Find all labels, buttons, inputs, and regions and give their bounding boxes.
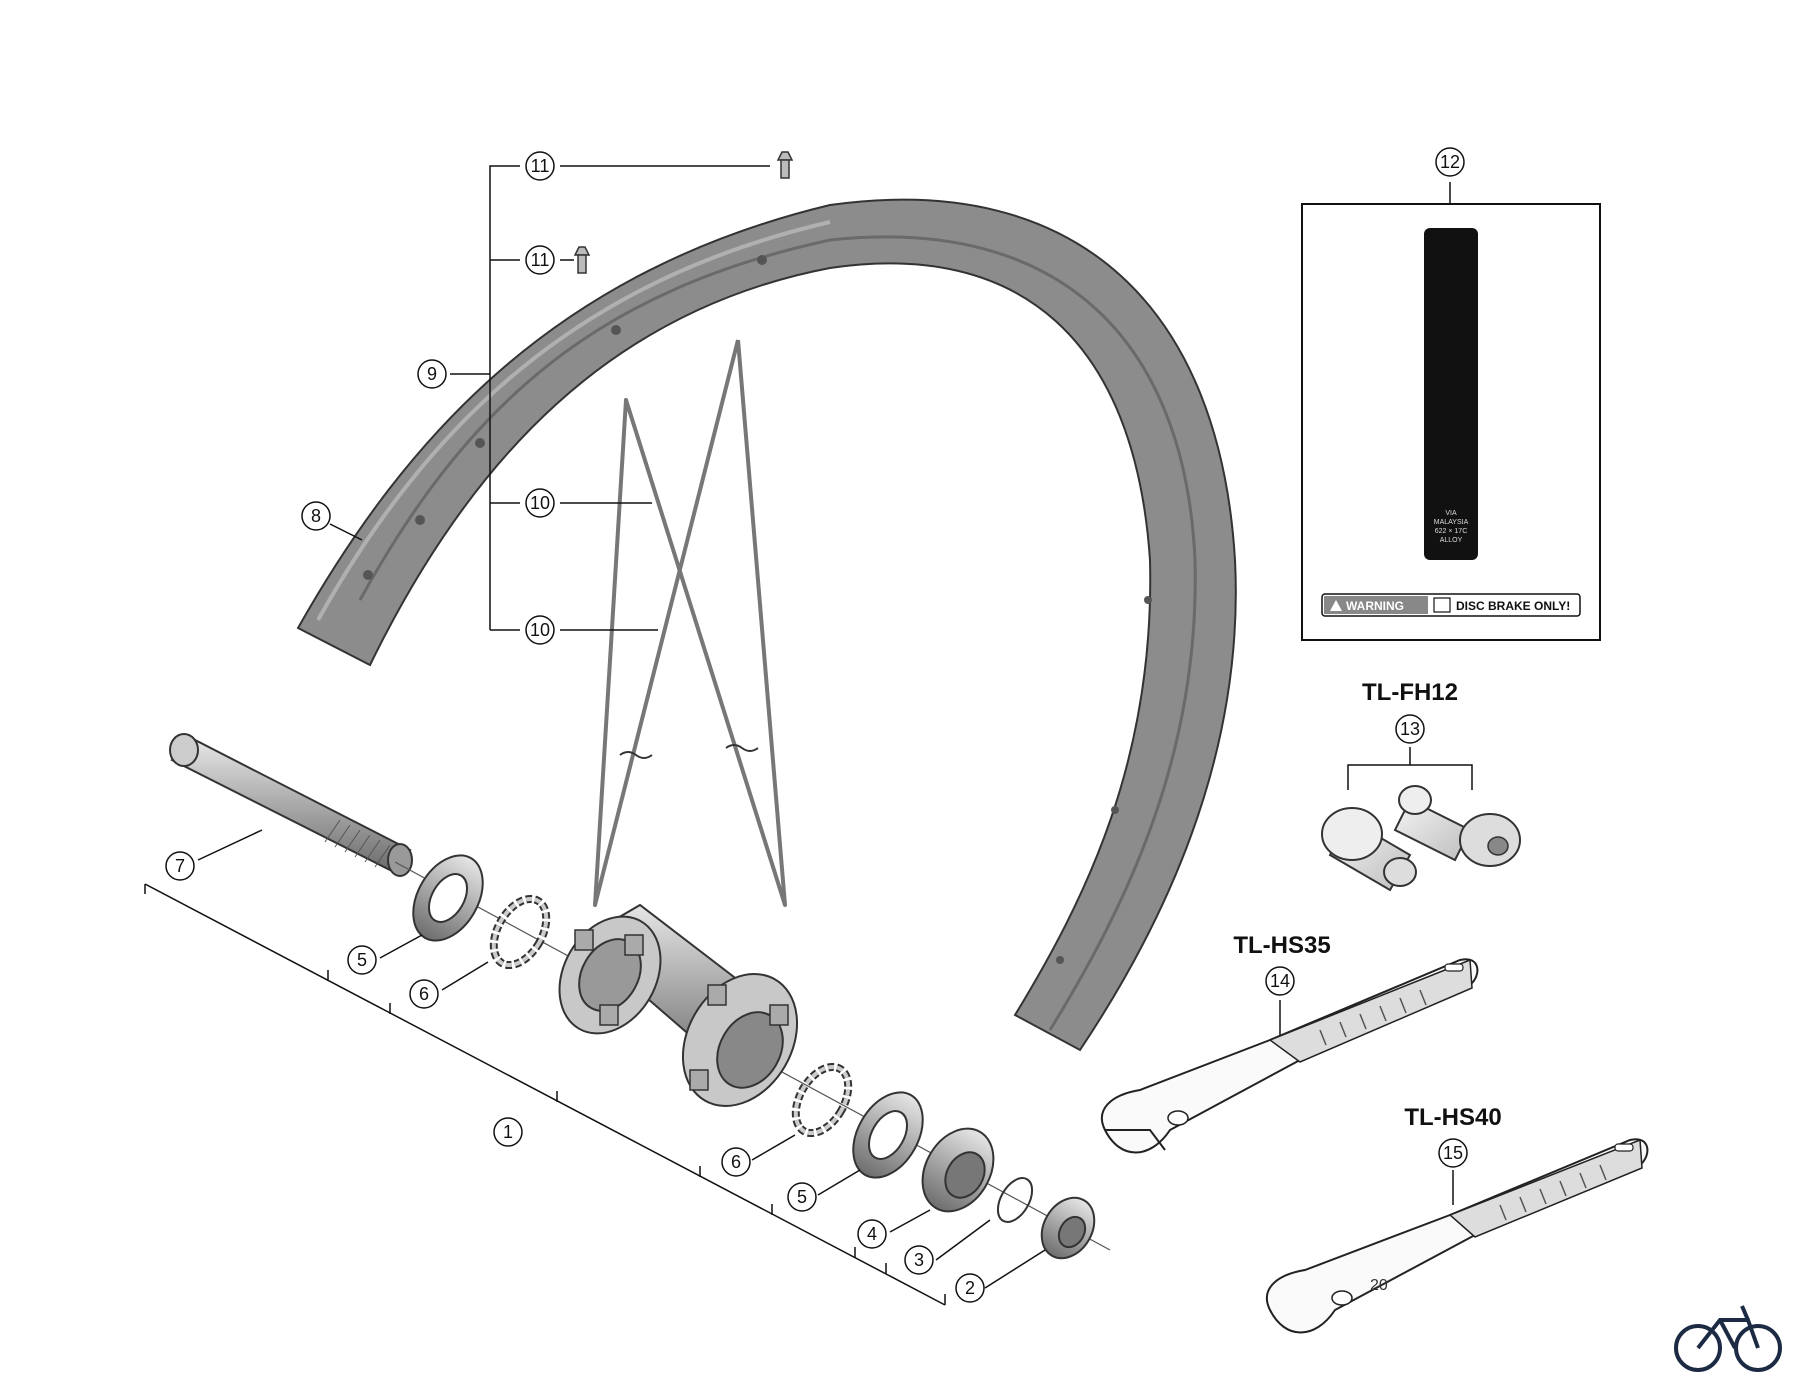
lock-nut (921, 1127, 995, 1213)
callout-5a-text: 5 (357, 950, 367, 970)
callout-7: 7 (165, 851, 195, 881)
callout-14: 14 (1265, 966, 1295, 996)
callout-14-text: 14 (1270, 971, 1290, 991)
callout-11b-text: 11 (531, 250, 550, 270)
callout-2-text: 2 (965, 1278, 975, 1298)
rim-label-panel: VIA MALAYSIA 622 × 17C ALLOY WARNING DIS… (1301, 203, 1601, 641)
callout-3-text: 3 (914, 1250, 924, 1270)
callout-4-text: 4 (867, 1224, 877, 1244)
wrench-size-20: 20 (1370, 1277, 1388, 1294)
callout-11a-text: 11 (531, 156, 550, 176)
decal-origin: VIA (1445, 510, 1457, 517)
decal-country: MALAYSIA (1434, 519, 1469, 526)
callout-5b: 5 (787, 1182, 817, 1212)
dust-cap-right (852, 1091, 924, 1179)
callout-10b-text: 10 (530, 620, 550, 640)
bearing-left (489, 894, 551, 970)
callout-4: 4 (857, 1219, 887, 1249)
bearing-right (791, 1062, 853, 1138)
disc-brake-text: DISC BRAKE ONLY! (1456, 599, 1570, 613)
callout-5a: 5 (347, 945, 377, 975)
callout-10a: 10 (525, 488, 555, 518)
end-cap (1040, 1196, 1096, 1260)
callout-1: 1 (493, 1117, 523, 1147)
rim-decal (1424, 228, 1478, 560)
spoke-break-marks (619, 744, 759, 759)
o-ring (996, 1177, 1034, 1223)
callout-12-text: 12 (1440, 152, 1460, 172)
callout-2: 2 (955, 1273, 985, 1303)
callout-12: 12 (1435, 147, 1465, 177)
callouts: 11 11 9 10 10 8 7 5 (165, 147, 1468, 1303)
callout-5b-text: 5 (797, 1187, 807, 1207)
rim (296, 198, 1237, 1052)
callout-1-text: 1 (503, 1122, 513, 1142)
decal-size: 622 × 17C (1435, 528, 1468, 535)
bicycle-icon (1674, 1305, 1782, 1372)
cone-wrench-hs40: 20 (1265, 1138, 1649, 1334)
callout-13: 13 (1395, 714, 1425, 744)
freehub-tool-pair (1321, 785, 1521, 892)
callout-9: 9 (417, 359, 447, 389)
callout-7-text: 7 (175, 856, 185, 876)
callout-8: 8 (301, 501, 331, 531)
hub-body (558, 903, 799, 1107)
callout-9-text: 9 (427, 364, 437, 384)
tool-label-tl-fh12: TL-FH12 (1362, 679, 1458, 706)
decal-material: ALLOY (1440, 537, 1463, 544)
callout-6a-text: 6 (419, 984, 429, 1004)
callout-10a-text: 10 (530, 493, 550, 513)
callout-15-text: 15 (1443, 1143, 1463, 1163)
dust-cap-left (412, 854, 484, 942)
info-book-icon (1433, 597, 1451, 613)
axle (169, 733, 413, 877)
spokes (593, 339, 787, 907)
warning-triangle-icon (1330, 600, 1342, 611)
tool-label-tl-hs35: TL-HS35 (1233, 932, 1330, 959)
callout-11b: 11 (525, 245, 555, 275)
callout-11a: 11 (525, 151, 555, 181)
callout-6b: 6 (721, 1147, 751, 1177)
callout-8-text: 8 (311, 506, 321, 526)
warning-strip: WARNING DISC BRAKE ONLY! (1321, 593, 1581, 617)
spoke-nipples (573, 151, 794, 274)
callout-6b-text: 6 (731, 1152, 741, 1172)
callout-6a: 6 (409, 979, 439, 1009)
callout-13-text: 13 (1400, 719, 1420, 739)
cone-wrench-hs35 (1100, 958, 1479, 1154)
tool-label-tl-hs40: TL-HS40 (1404, 1104, 1501, 1131)
callout-3: 3 (904, 1245, 934, 1275)
warning-text: WARNING (1346, 599, 1404, 613)
callout-15: 15 (1438, 1138, 1468, 1168)
callout-10b: 10 (525, 615, 555, 645)
leader-lines (144, 165, 1473, 1306)
